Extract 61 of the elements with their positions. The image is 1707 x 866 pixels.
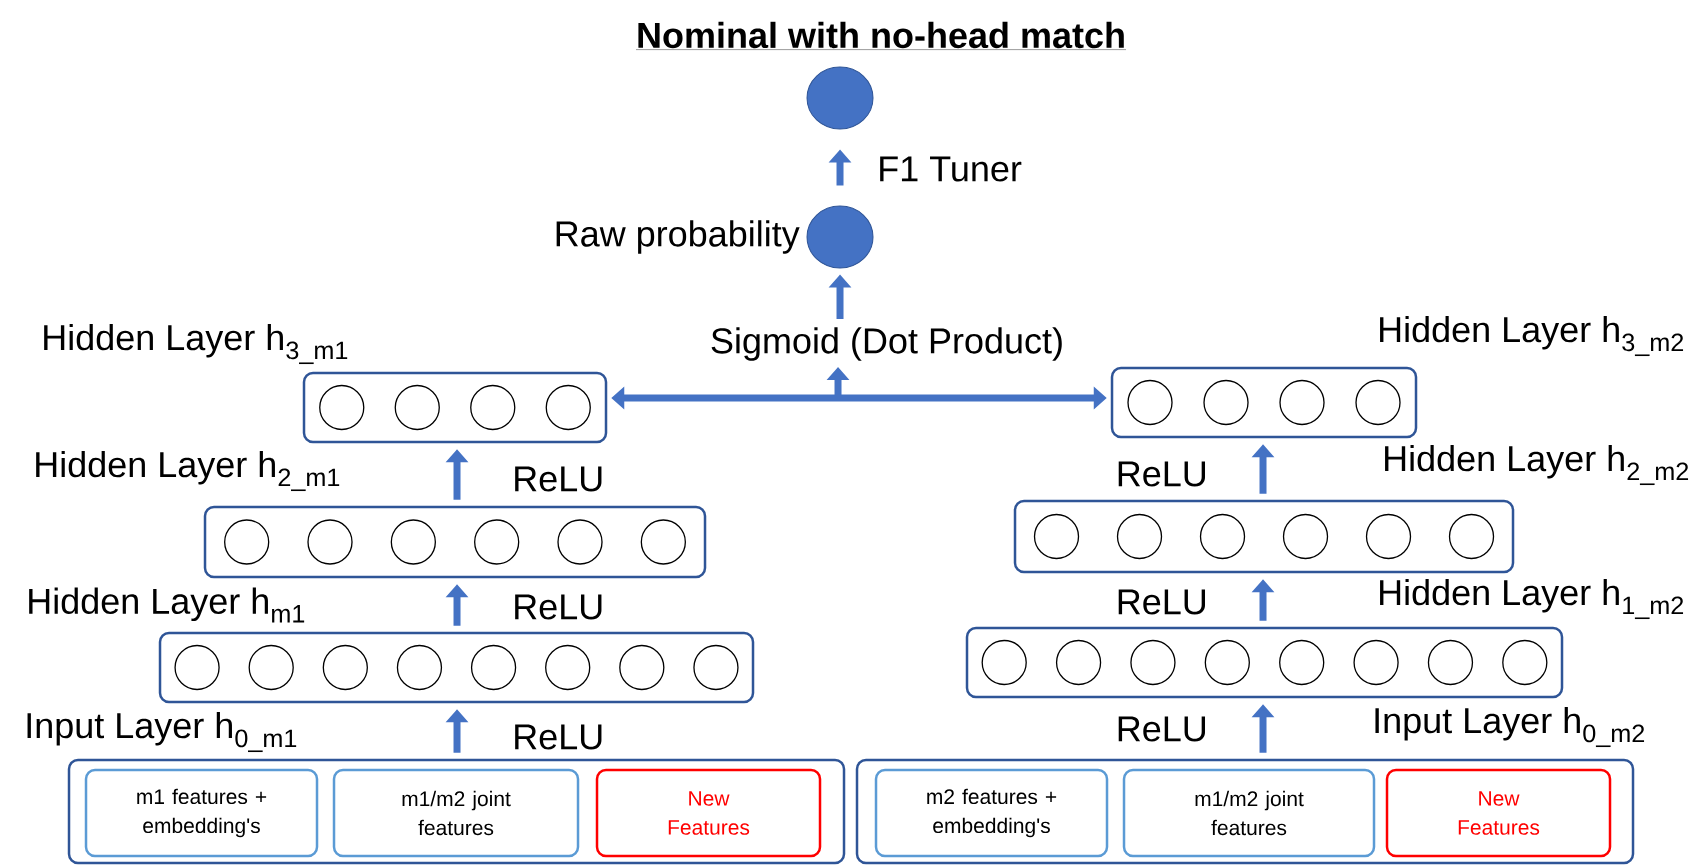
edge-label: F1 Tuner (880, 156, 1022, 182)
feature-box: New Features (1385, 768, 1612, 858)
edge-label: ReLU (515, 594, 602, 620)
neuron-circle (1033, 513, 1080, 560)
feature-box: m1/m2 joint features (1122, 768, 1376, 858)
edge-label: ReLU (515, 466, 602, 492)
layer-label: Hidden Layer h$_{2_m2}$ (1385, 444, 1689, 486)
neuron-circle (1353, 639, 1399, 686)
neuron-circle (1055, 639, 1102, 686)
layer-label: Input Layer h$_{0_m2}$ (1375, 706, 1645, 748)
neuron-circle (394, 384, 440, 431)
neuron-circle (1116, 513, 1163, 560)
neuron-circle (474, 519, 520, 565)
neuron-circle (640, 519, 686, 565)
edge-label: ReLU (1118, 461, 1205, 487)
neuron-circle (1204, 639, 1250, 686)
edge-label: ReLU (1118, 716, 1205, 742)
output-circle (806, 66, 874, 130)
neuron-circle (545, 644, 591, 691)
neuron-circle (1448, 513, 1495, 560)
neuron-circle (981, 639, 1027, 686)
layer-label: Input Layer h$_{0_m1}$ (27, 711, 297, 753)
neuron-circle (1282, 513, 1329, 560)
neuron-circle (307, 519, 353, 565)
neuron-circle (470, 644, 517, 691)
neuron-circle (174, 644, 220, 691)
operation-label: Sigmoid (Dot Product) (711, 327, 1062, 361)
feature-box: m1/m2 joint features (332, 768, 580, 858)
neuron-circle (470, 384, 516, 431)
neuron-circle (1279, 639, 1325, 686)
neuron-circle (619, 644, 665, 691)
neuron-circle (1365, 513, 1412, 560)
neuron-circle (224, 519, 270, 565)
neuron-circle (1355, 379, 1401, 426)
neuron-circle (1199, 513, 1246, 560)
layer-label: Hidden Layer h$_{2_m1}$ (36, 450, 340, 492)
neuron-circle (1130, 639, 1176, 686)
title: Nominal with no-head match (635, 21, 1127, 50)
neuron-circle (1502, 639, 1548, 686)
neuron-circle (545, 384, 591, 431)
neuron-circle (1279, 379, 1325, 426)
layer-label: Hidden Layer h$_{m1}$ (29, 587, 305, 623)
neuron-circle (1427, 639, 1474, 686)
neuron-circle (322, 644, 368, 691)
layer-label: Hidden Layer h$_{1_m2}$ (1380, 578, 1684, 620)
feature-box: m2 features + embedding's (874, 768, 1109, 858)
edge-label: ReLU (515, 724, 602, 750)
output-label: Raw probability (556, 220, 800, 254)
layer-label: Hidden Layer h$_{3_m1}$ (44, 323, 348, 365)
neuron-circle (1203, 379, 1249, 426)
edge-label: ReLU (1118, 589, 1205, 615)
feature-box: New Features (595, 768, 822, 858)
neuron-circle (248, 644, 294, 691)
neuron-circle (390, 519, 436, 565)
layer-label: Hidden Layer h$_{3_m2}$ (1380, 315, 1684, 357)
neuron-circle (557, 519, 603, 565)
neuron-circle (319, 384, 365, 431)
feature-box: m1 features + embedding's (84, 768, 319, 858)
neuron-circle (693, 644, 739, 691)
neuron-circle (1127, 379, 1173, 426)
neuron-circle (396, 644, 443, 691)
